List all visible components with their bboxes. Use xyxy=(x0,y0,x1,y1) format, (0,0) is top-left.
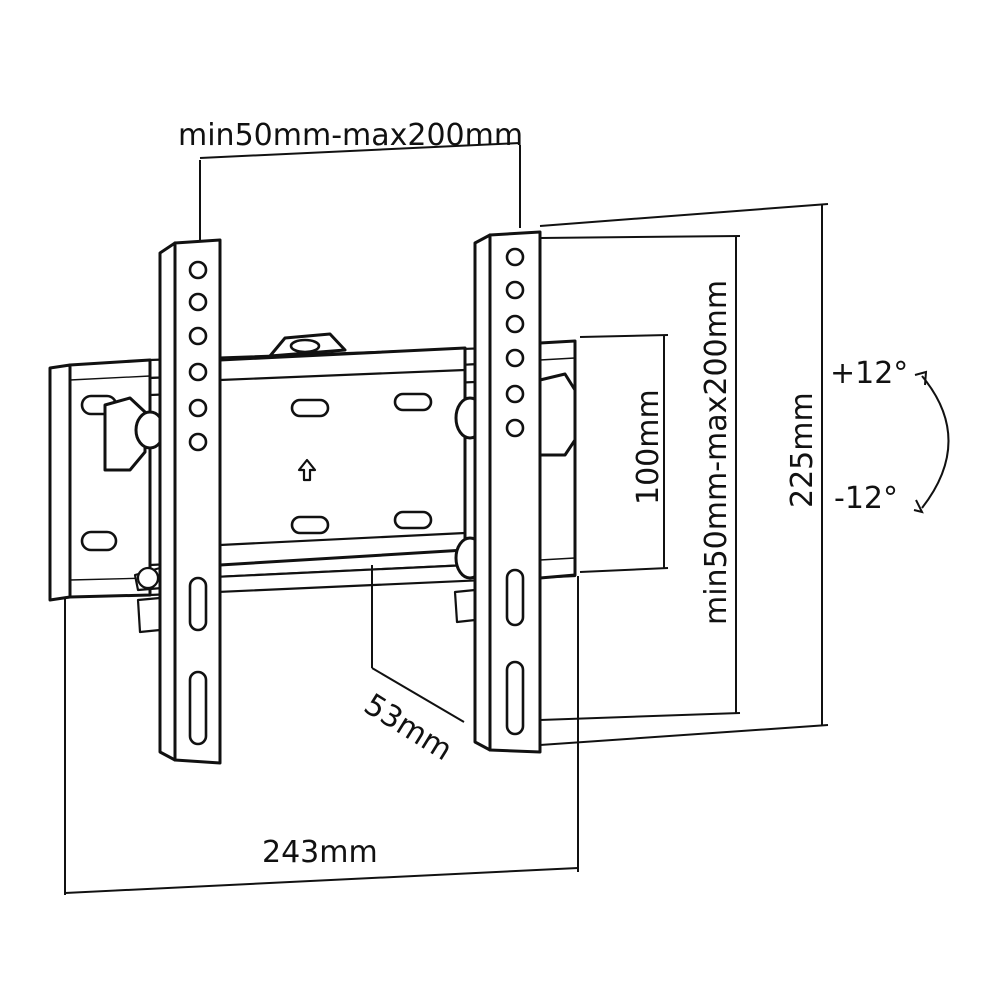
label-vesa-vertical: min50mm-max200mm xyxy=(699,280,734,625)
vesa-hole xyxy=(188,292,208,312)
slot-hole xyxy=(393,392,433,412)
slot-hole xyxy=(80,530,118,552)
left-knob xyxy=(103,396,166,634)
curved-arrow-icon xyxy=(921,375,950,509)
vesa-hole xyxy=(188,326,208,346)
vesa-hole xyxy=(188,432,208,452)
dimension-lines xyxy=(64,142,950,895)
label-tilt-down: -12° xyxy=(834,481,898,516)
vesa-hole xyxy=(188,260,208,280)
label-total-width: 243mm xyxy=(262,835,378,870)
slot-hole xyxy=(290,398,330,418)
slot-hole xyxy=(505,568,525,627)
label-vesa-horizontal: min50mm-max200mm xyxy=(178,118,523,153)
slot-hole xyxy=(393,510,433,530)
right-arm xyxy=(473,230,542,754)
vesa-hole xyxy=(505,314,525,334)
slot-hole xyxy=(290,515,330,535)
label-wall-depth: 53mm xyxy=(358,687,458,768)
left-arm xyxy=(158,238,222,765)
vesa-hole xyxy=(505,348,525,368)
label-plate-height: 100mm xyxy=(631,389,666,505)
vesa-hole xyxy=(505,280,525,300)
slot-hole xyxy=(505,660,525,736)
center-plate xyxy=(218,332,467,567)
slot-hole xyxy=(188,670,208,746)
vesa-hole xyxy=(505,384,525,404)
vesa-hole xyxy=(188,398,208,418)
up-arrow-icon xyxy=(297,458,317,482)
hook-hole xyxy=(289,338,321,354)
label-tilt-up: +12° xyxy=(830,356,908,391)
vesa-hole xyxy=(505,247,525,267)
vesa-hole xyxy=(188,362,208,382)
slot-hole xyxy=(188,576,208,632)
label-arm-height: 225mm xyxy=(785,392,820,508)
vesa-hole xyxy=(505,418,525,438)
